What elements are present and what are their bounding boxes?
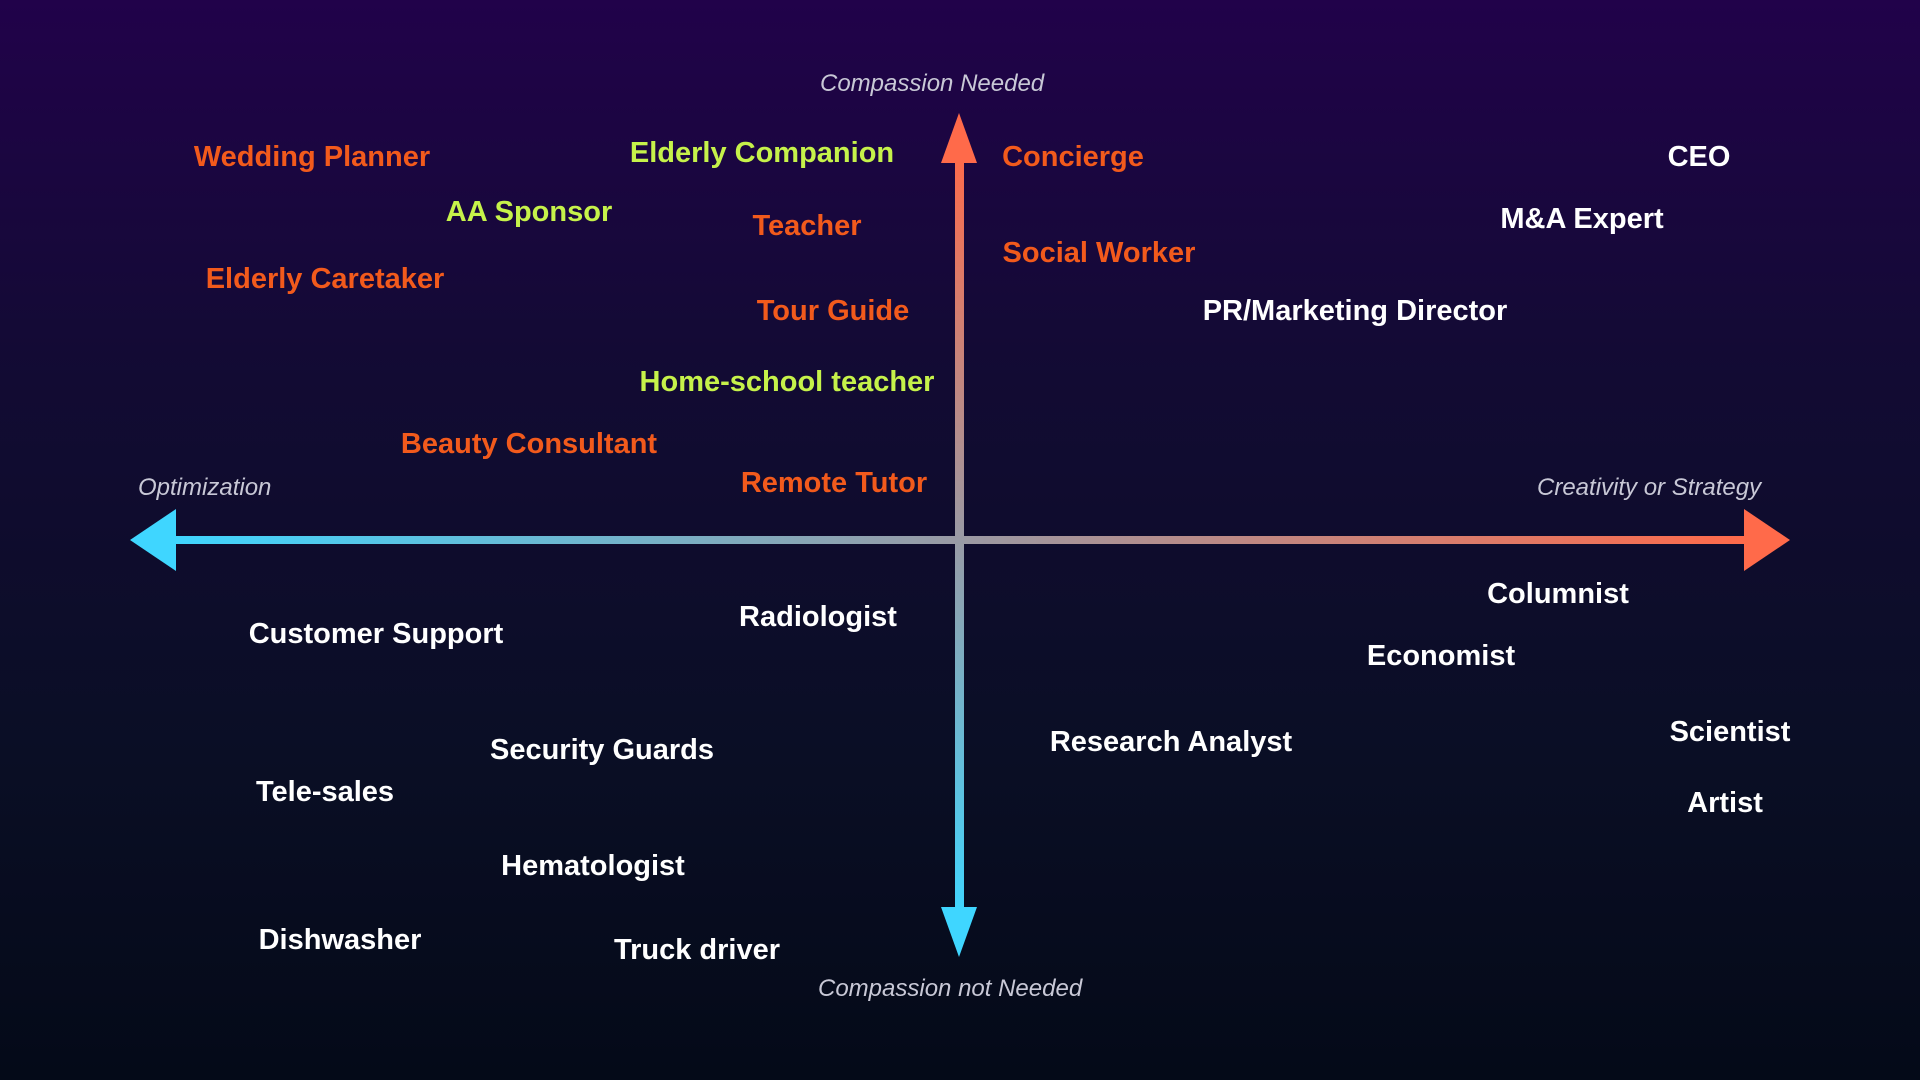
job-label: Tele-sales — [255, 776, 395, 808]
left-arrowhead — [130, 509, 176, 571]
job-label: Economist — [1366, 640, 1516, 672]
axis-label-top: Compassion Needed — [820, 70, 1045, 97]
job-label: Scientist — [1669, 716, 1791, 748]
job-label: Social Worker — [1002, 237, 1196, 269]
job-label: Radiologist — [739, 601, 897, 633]
job-label: Research Analyst — [1049, 726, 1293, 758]
job-label: Beauty Consultant — [400, 428, 658, 460]
job-label: Tour Guide — [756, 295, 910, 327]
job-label: Columnist — [1487, 578, 1629, 610]
axis-label-bottom: Compassion not Needed — [818, 975, 1083, 1002]
job-label: Truck driver — [613, 934, 781, 966]
job-label: M&A Expert — [1500, 203, 1664, 235]
right-arrowhead — [1744, 509, 1790, 571]
bottom-arrowhead — [941, 907, 977, 957]
job-label: Concierge — [1002, 141, 1144, 173]
job-label: Teacher — [752, 210, 862, 242]
job-label: Security Guards — [489, 734, 715, 766]
vertical-axis — [955, 150, 964, 920]
job-label: Dishwasher — [258, 924, 422, 956]
job-label: Elderly Companion — [629, 137, 895, 169]
job-label: Artist — [1687, 787, 1763, 819]
top-arrowhead — [941, 113, 977, 163]
job-label: PR/Marketing Director — [1202, 295, 1508, 327]
axis-label-left: Optimization — [138, 474, 272, 501]
job-label: Remote Tutor — [740, 467, 928, 499]
job-label: Wedding Planner — [193, 141, 431, 173]
axis-label-right: Creativity or Strategy — [1537, 474, 1762, 501]
job-label: Elderly Caretaker — [205, 263, 445, 295]
job-label: Hematologist — [501, 850, 685, 882]
job-label: Home-school teacher — [639, 366, 935, 398]
job-label: Customer Support — [248, 618, 504, 650]
job-label: AA Sponsor — [445, 196, 613, 228]
job-label: CEO — [1667, 141, 1731, 173]
